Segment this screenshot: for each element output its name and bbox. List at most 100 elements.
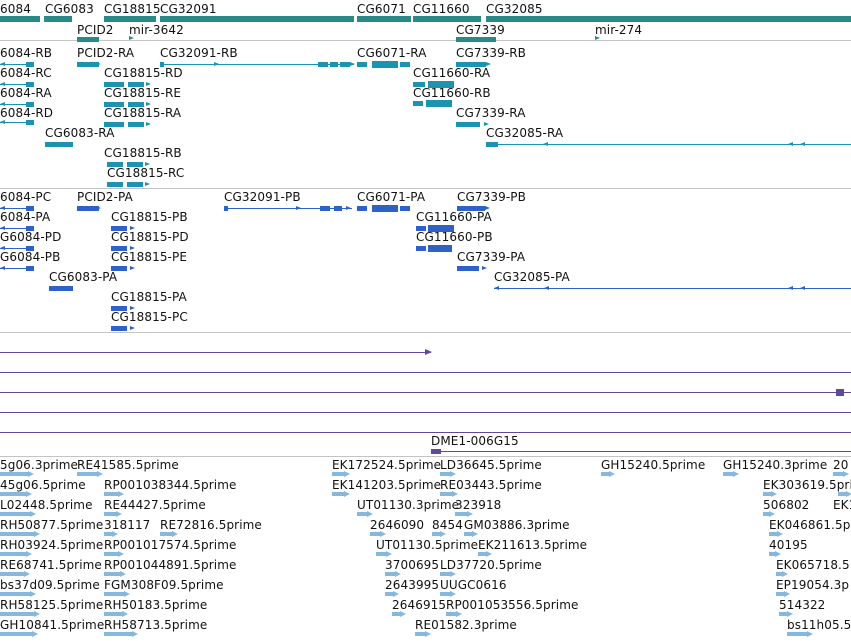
feature-block[interactable] [111,306,127,311]
feature-block[interactable] [26,102,34,107]
est-block[interactable] [104,492,118,496]
feature-label[interactable]: L02448.5prime [0,498,93,512]
est-block[interactable] [779,612,787,616]
feature-label[interactable]: PCID2-PA [77,190,133,204]
feature-label[interactable]: CG18815-PB [111,210,188,224]
feature-block[interactable] [45,142,73,147]
feature-label[interactable]: UUGC0616 [440,578,507,592]
feature-block[interactable] [104,102,124,107]
gene-block[interactable] [413,16,481,22]
feature-label[interactable]: 45g06.5prime [0,478,86,492]
alignment-block[interactable] [836,389,844,396]
feature-block[interactable] [111,266,127,271]
feature-label[interactable]: GH15240.3prime [723,458,828,472]
feature-block[interactable] [160,62,164,67]
est-block[interactable] [104,532,112,536]
est-block[interactable] [446,612,456,616]
feature-label[interactable]: RP001053556.5prime [446,598,579,612]
feature-block[interactable] [428,245,452,252]
feature-label[interactable]: mir-274 [595,23,643,37]
feature-label[interactable]: RH58713.5prime [104,618,208,632]
feature-label[interactable]: CG18815-RD [104,66,183,80]
feature-label[interactable]: FGM308F09.5prime [104,578,224,592]
feature-label[interactable]: CG11660 [413,2,470,16]
feature-label[interactable]: EK1 [833,498,851,512]
est-block[interactable] [440,592,450,596]
feature-label[interactable]: LD37720.5prime [440,558,542,572]
feature-block[interactable] [26,62,34,67]
feature-label[interactable]: PCID2-RA [77,46,135,60]
est-block[interactable] [432,532,440,536]
est-block[interactable] [0,612,34,616]
alignment-block[interactable] [431,449,441,454]
feature-label[interactable]: RP001038344.5prime [104,478,237,492]
feature-label[interactable]: CG18815 [104,2,161,16]
feature-label[interactable]: 6084 [0,2,31,16]
feature-label[interactable]: CG11660-PB [416,230,493,244]
est-block[interactable] [601,472,609,476]
feature-label[interactable]: EP19054.3p [776,578,850,592]
feature-block[interactable] [357,62,367,67]
est-block[interactable] [440,572,450,576]
est-block[interactable] [392,612,400,616]
feature-label[interactable]: GH15240.5prime [601,458,706,472]
feature-label[interactable]: CG18815-RA [104,106,182,120]
feature-label[interactable]: 20 [833,458,849,472]
feature-block[interactable] [330,62,338,67]
feature-block[interactable] [372,61,398,68]
feature-label[interactable]: 2646915 [392,598,447,612]
feature-block[interactable] [26,246,34,251]
feature-label[interactable]: 6084-RC [0,66,52,80]
est-block[interactable] [464,532,472,536]
feature-label[interactable]: LD36645.5prime [440,458,542,472]
feature-label[interactable]: CG6083-RA [45,126,115,140]
feature-label[interactable]: CG6083 [45,2,94,16]
feature-label[interactable]: CG6071-RA [357,46,427,60]
feature-block[interactable] [413,101,423,106]
feature-block[interactable] [426,100,452,107]
est-block[interactable] [440,492,452,496]
feature-label[interactable]: RH03924.5prime [0,538,104,552]
feature-block[interactable] [334,206,342,211]
est-block[interactable] [77,472,97,476]
feature-label[interactable]: RE72816.5prime [160,518,262,532]
feature-block[interactable] [128,102,144,107]
feature-label[interactable]: EK141203.5prime [332,478,442,492]
gene-block[interactable] [160,16,354,22]
feature-block[interactable] [107,182,123,187]
est-block[interactable] [160,532,172,536]
est-block[interactable] [0,492,26,496]
feature-block[interactable] [77,206,99,211]
feature-label[interactable]: G6084-PB [0,250,61,264]
feature-label[interactable]: 506802 [763,498,810,512]
feature-label[interactable]: CG32091 [160,2,217,16]
gene-block[interactable] [44,16,72,22]
feature-block[interactable] [77,62,99,67]
feature-block[interactable] [49,286,73,291]
feature-block[interactable] [428,225,454,232]
feature-label[interactable]: PCID2 [77,23,114,37]
feature-block[interactable] [26,82,34,87]
est-block[interactable] [104,552,118,556]
est-block[interactable] [415,632,425,636]
feature-block[interactable] [400,62,410,67]
feature-block[interactable] [111,226,127,231]
feature-block[interactable] [457,266,479,271]
est-block[interactable] [763,512,769,516]
feature-block[interactable] [372,205,398,212]
feature-block[interactable] [456,62,486,67]
feature-block[interactable] [416,246,426,251]
feature-label[interactable]: RE41585.5prime [77,458,179,472]
feature-label[interactable]: UT01130.3prime [357,498,460,512]
est-block[interactable] [385,592,393,596]
feature-label[interactable]: RP001017574.5prime [104,538,237,552]
feature-label[interactable]: CG7339 [456,23,505,37]
feature-label[interactable]: CG18815-RB [104,146,182,160]
feature-label[interactable]: RE44427.5prime [104,498,206,512]
feature-label[interactable]: EK172524.5prime [332,458,442,472]
feature-block[interactable] [104,122,124,127]
feature-block[interactable] [340,62,350,67]
feature-label[interactable]: CG7339-PB [457,190,526,204]
feature-label[interactable]: bs37d09.5prime [0,578,100,592]
feature-label[interactable]: CG11660-PA [416,210,492,224]
